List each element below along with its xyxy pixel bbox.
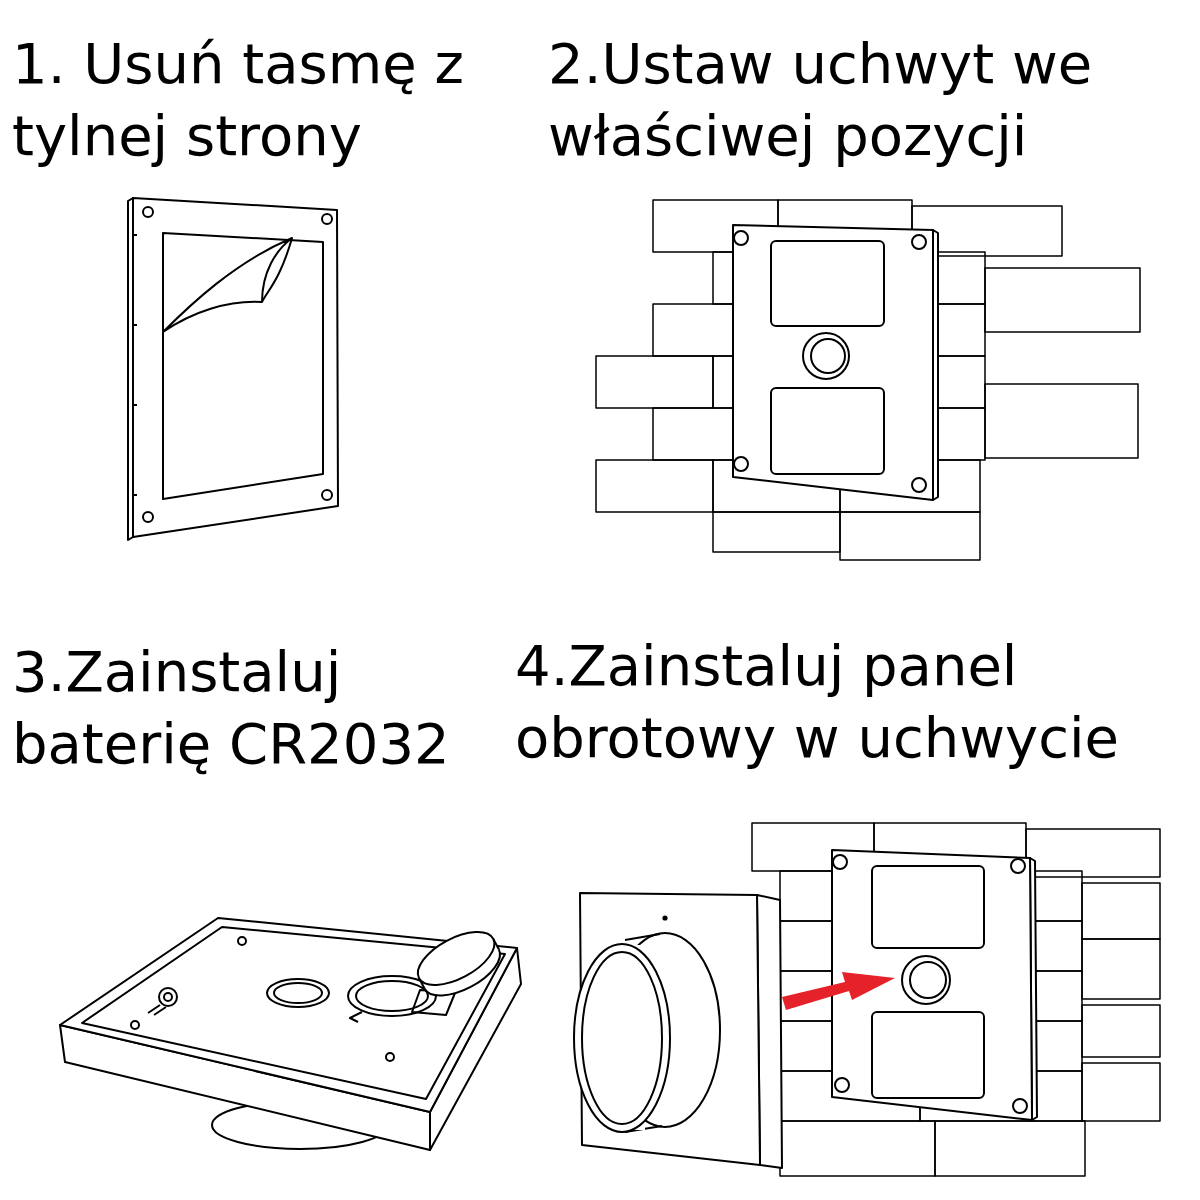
mounting-plate-back (128, 198, 338, 540)
rotary-panel (574, 893, 782, 1168)
brick-wall (752, 823, 1160, 1176)
step-caption: 2.Ustaw uchwyt we właściwej pozycji (548, 28, 1188, 172)
panel-back-battery (60, 918, 521, 1150)
step-caption: 1. Usuń tasmę z tylnej strony (12, 28, 542, 172)
step-caption: 4.Zainstaluj panel obrotowy w uchwycie (515, 630, 1197, 774)
mounting-plate-on-wall (733, 225, 938, 500)
step-caption: 3.Zainstaluj baterię CR2032 (12, 636, 537, 780)
insert-arrow (782, 972, 895, 1010)
brick-wall (596, 200, 1140, 560)
